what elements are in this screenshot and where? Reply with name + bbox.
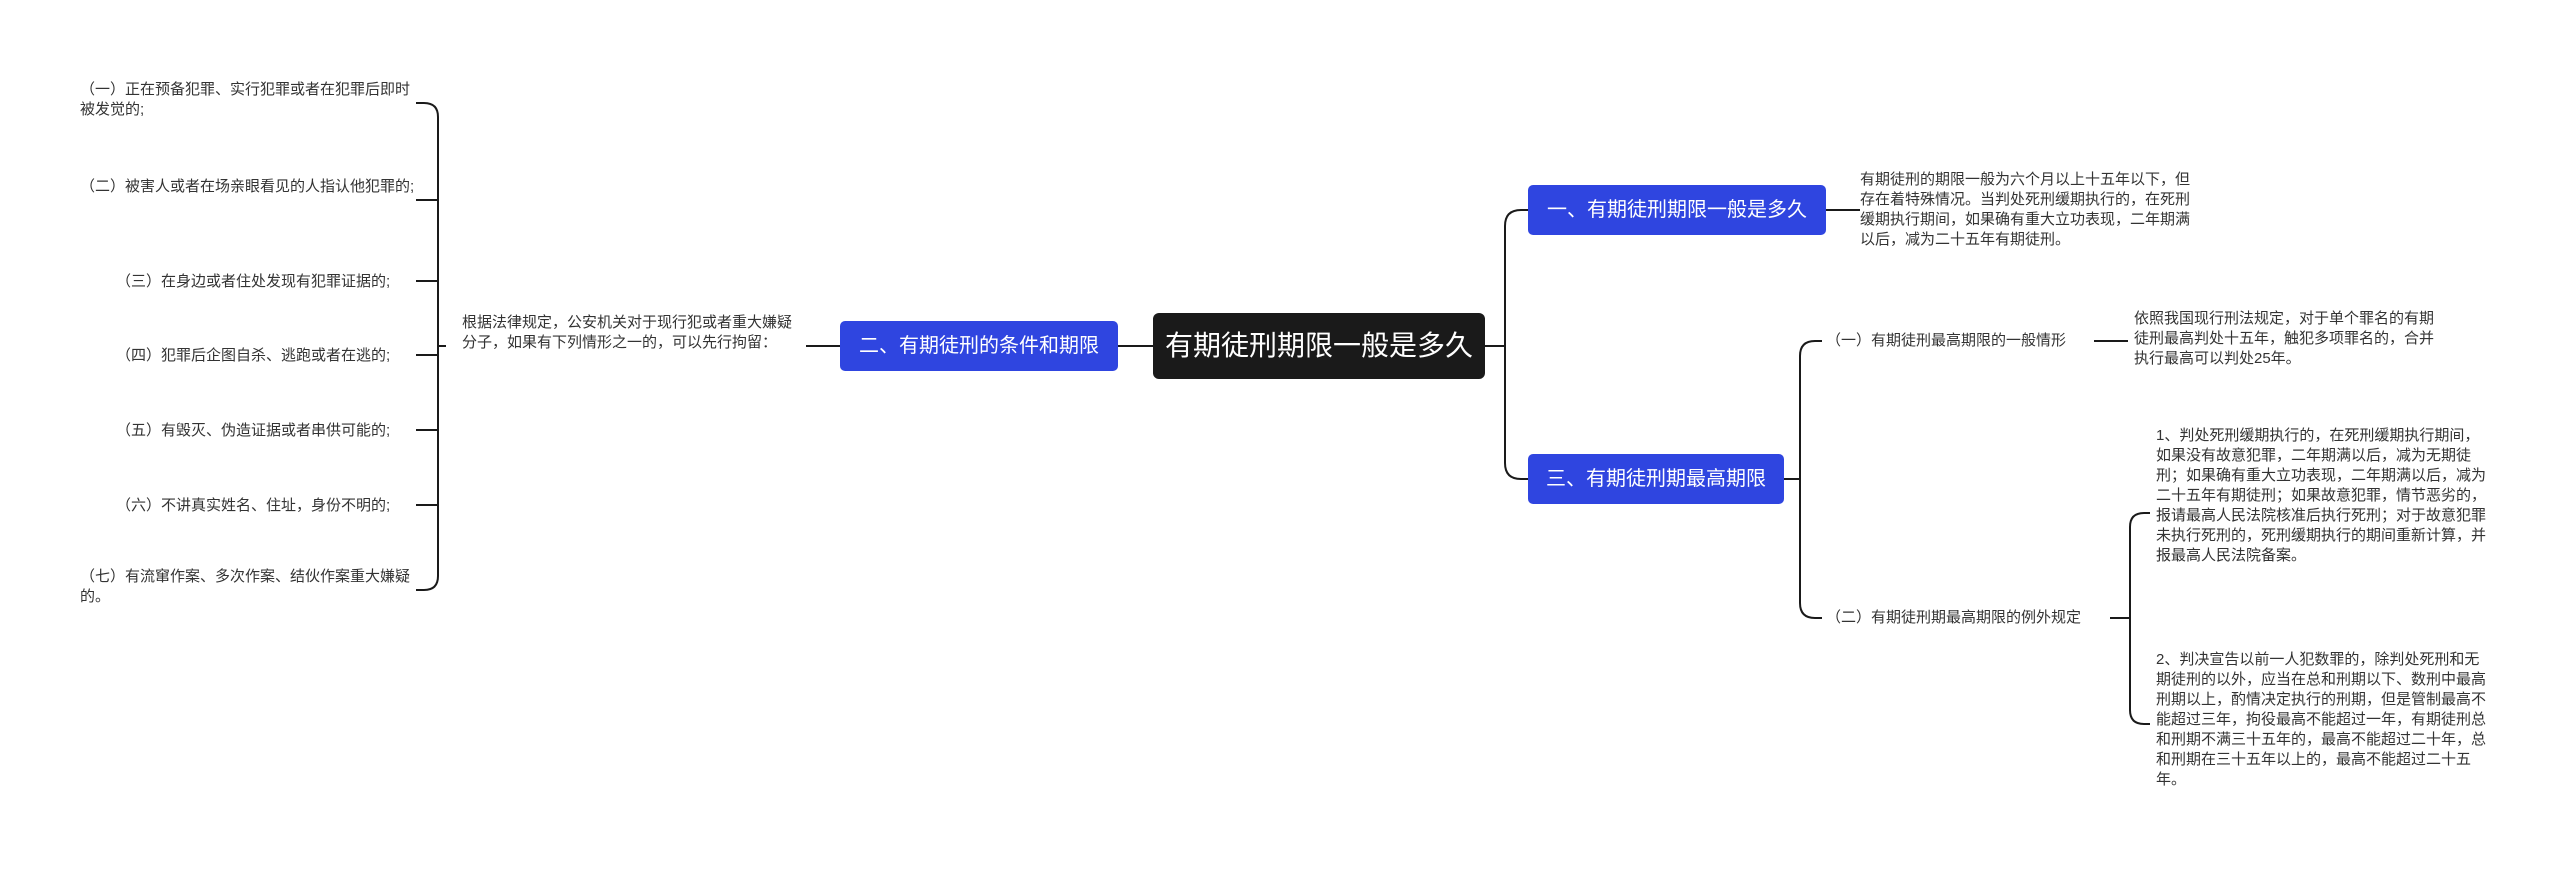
branch3-sub2-label[interactable]: （二）有期徒刑期最高期限的例外规定	[1826, 609, 2082, 626]
connector-root-to-branch1	[1504, 209, 1528, 346]
mindmap-root[interactable]: 有期徒刑期限一般是多久	[1153, 313, 1485, 379]
branch2-item-1: （一）正在预备犯罪、实行犯罪或者在犯罪后即时被发觉的;	[80, 81, 411, 118]
branch2-item-3: （三）在身边或者住处发现有犯罪证据的;	[116, 273, 391, 290]
branch2-node[interactable]: 二、有期徒刑的条件和期限	[840, 321, 1118, 371]
branch3-node[interactable]: 三、有期徒刑期最高期限	[1528, 454, 1784, 504]
branch1-node[interactable]: 一、有期徒刑期限一般是多久	[1528, 185, 1826, 235]
connector-branch3-to-sub1	[1799, 340, 1822, 479]
branch2-item-4: （四）犯罪后企图自杀、逃跑或者在逃的;	[116, 347, 391, 364]
branch2-text: 根据法律规定，公安机关对于现行犯或者重大嫌疑分子，如果有下列情形之一的，可以先行…	[462, 314, 793, 351]
root-title: 有期徒刑期限一般是多久	[1164, 330, 1473, 361]
connector-sub2-to-item2	[2129, 618, 2150, 725]
branch2-title: 二、有期徒刑的条件和期限	[859, 335, 1099, 357]
branch3-sub2-item-1: 1、判处死刑缓期执行的，在死刑缓期执行期间，如果没有故意犯罪，二年期满以后，减为…	[2156, 427, 2487, 564]
connector-branch3-to-sub2	[1799, 479, 1822, 619]
branch3-sub1-label[interactable]: （一）有期徒刑最高期限的一般情形	[1826, 332, 2067, 349]
branch1-text: 有期徒刑的期限一般为六个月以上十五年以下，但存在着特殊情况。当判处死刑缓期执行的…	[1860, 171, 2191, 248]
connector-branch2-bracket-top	[416, 102, 439, 346]
branch2-item-5: （五）有毁灭、伪造证据或者串供可能的;	[116, 422, 391, 439]
branch2-item-7: （七）有流窜作案、多次作案、结伙作案重大嫌疑的。	[80, 568, 411, 605]
branch2-item-2: （二）被害人或者在场亲眼看见的人指认他犯罪的;	[80, 178, 415, 195]
branch3-sub2-item-2: 2、判决宣告以前一人犯数罪的，除判处死刑和无期徒刑的以外，应当在总和刑期以下、数…	[2156, 651, 2487, 788]
connector-root-to-branch3	[1504, 346, 1528, 480]
branch2-item-6: （六）不讲真实姓名、住址，身份不明的;	[116, 497, 391, 514]
branch3-title: 三、有期徒刑期最高期限	[1546, 468, 1766, 490]
connector-sub2-to-item1	[2129, 512, 2150, 618]
branch3-sub1-text: 依照我国现行刑法规定，对于单个罪名的有期徒刑最高判处十五年，触犯多项罪名的，合并…	[2134, 310, 2435, 367]
connector-branch2-bracket-bottom	[416, 346, 439, 591]
branch1-title: 一、有期徒刑期限一般是多久	[1547, 199, 1807, 221]
